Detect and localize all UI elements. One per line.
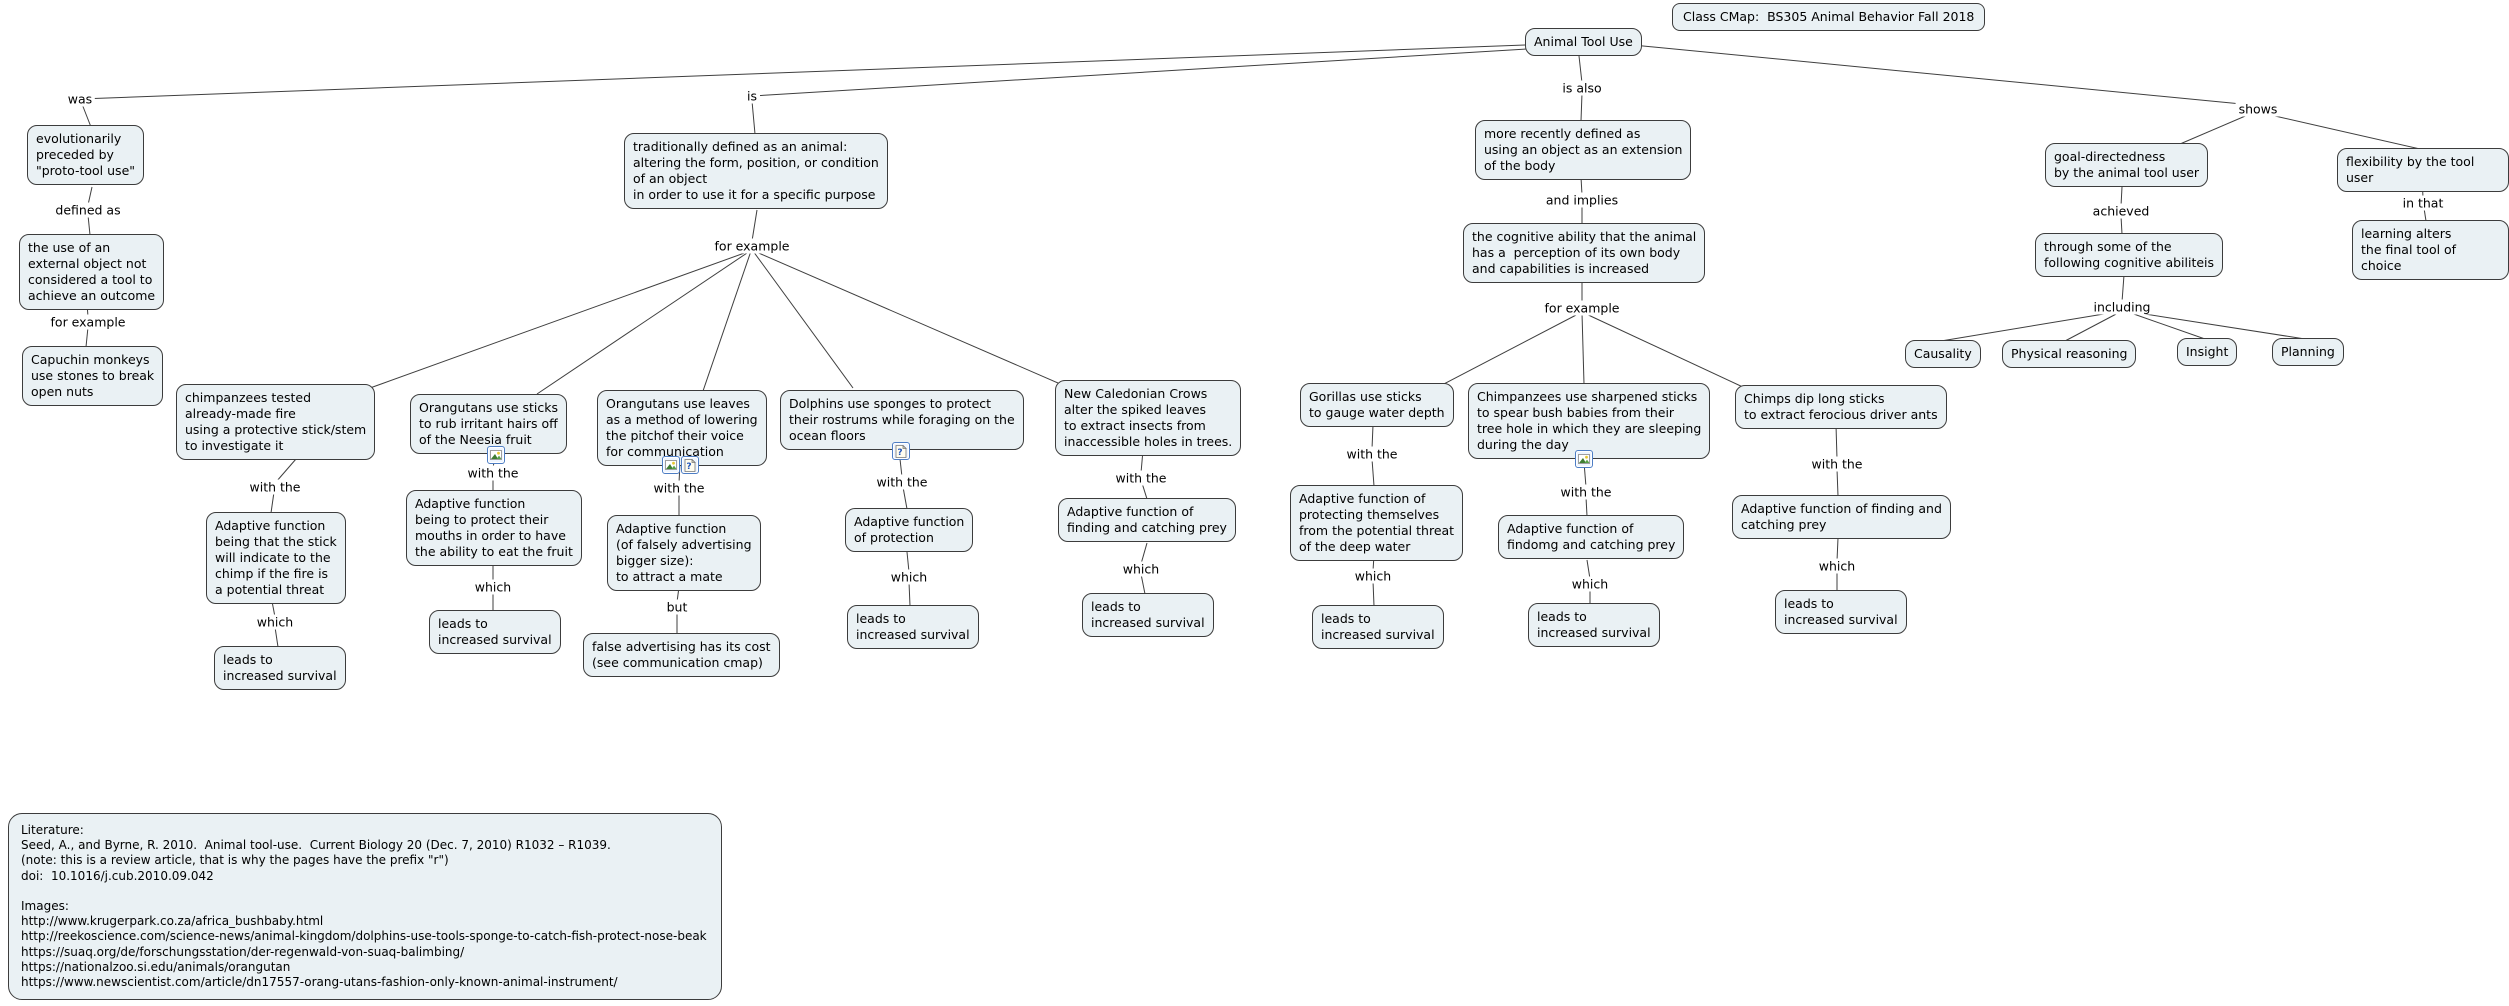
link-label-in-that[interactable]: in that [2399,195,2447,211]
image-resource-icon[interactable] [487,446,505,464]
node-recent-definition[interactable]: more recently defined as using an object… [1475,120,1692,180]
node-leads-to-increased-survival[interactable]: leads to increased survival [1312,605,1444,649]
link-label-but[interactable]: but [663,599,691,615]
link-label-which[interactable]: which [1815,558,1859,574]
link-label-with-the[interactable]: with the [650,480,708,496]
node-orangutans-leaves-adaptive-function[interactable]: Adaptive function (of falsely advertisin… [607,515,761,591]
link-label-for-example[interactable]: for example [1541,300,1623,316]
link-label-which[interactable]: which [471,579,515,595]
link-label-with-the[interactable]: with the [464,465,522,481]
link-label-which[interactable]: which [1568,576,1612,592]
image-resource-icon[interactable] [662,456,680,474]
link-label-defined-as[interactable]: defined as [52,202,124,218]
node-dolphins-sponges[interactable]: Dolphins use sponges to protect their ro… [780,390,1024,450]
node-crows-adaptive-function[interactable]: Adaptive function of finding and catchin… [1058,498,1236,542]
node-insight[interactable]: Insight [2177,338,2238,366]
node-animal-tool-use[interactable]: Animal Tool Use [1525,28,1642,56]
link-label-is[interactable]: is [744,88,760,104]
node-leads-to-increased-survival[interactable]: leads to increased survival [1775,590,1907,634]
link-label-for-example[interactable]: for example [711,238,793,254]
node-proto-tool-use[interactable]: evolutionarily preceded by "proto-tool u… [27,125,145,185]
link-label-shows[interactable]: shows [2235,101,2281,117]
node-leads-to-increased-survival[interactable]: leads to increased survival [429,610,561,654]
node-chimps-ants-adaptive-function[interactable]: Adaptive function of finding and catchin… [1732,495,1951,539]
link-label-achieved[interactable]: achieved [2089,203,2153,219]
node-orangutans-sticks-adaptive-function[interactable]: Adaptive function being to protect their… [406,490,582,566]
node-flexibility[interactable]: flexibility by the tool user [2337,148,2509,192]
node-chimps-driver-ants[interactable]: Chimps dip long sticks to extract feroci… [1735,385,1947,429]
node-capuchin-monkeys[interactable]: Capuchin monkeys use stones to break ope… [22,346,164,406]
node-planning[interactable]: Planning [2272,338,2344,366]
node-goal-directedness[interactable]: goal-directedness by the animal tool use… [2045,143,2209,187]
svg-text:?: ? [897,448,902,458]
node-gorillas-adaptive-function[interactable]: Adaptive function of protecting themselv… [1290,485,1464,561]
node-causality[interactable]: Causality [1905,340,1981,368]
image-icon [490,450,502,460]
node-leads-to-increased-survival[interactable]: leads to increased survival [1528,603,1660,647]
link-label-for-example[interactable]: for example [47,314,129,330]
node-chimpanzees-fire-adaptive-function[interactable]: Adaptive function being that the stick w… [206,512,346,604]
class-title-box: Class CMap: BS305 Animal Behavior Fall 2… [1672,3,1986,31]
link-label-with-the[interactable]: with the [1343,446,1401,462]
question-document-icon: ? [895,444,907,458]
link-label-with-the[interactable]: with the [1808,456,1866,472]
node-chimpanzees-spear[interactable]: Chimpanzees use sharpened sticks to spea… [1468,383,1711,459]
link-label-which[interactable]: which [253,614,297,630]
node-cognitive-ability[interactable]: the cognitive ability that the animal ha… [1463,223,1706,283]
node-learning-alters[interactable]: learning alters the final tool of choice [2352,220,2509,280]
node-leads-to-increased-survival[interactable]: leads to increased survival [1082,593,1214,637]
link-label-including[interactable]: including [2090,299,2154,315]
node-gorillas-sticks[interactable]: Gorillas use sticks to gauge water depth [1300,383,1454,427]
node-cognitive-abilities[interactable]: through some of the following cognitive … [2035,233,2224,277]
link-label-which[interactable]: which [887,569,931,585]
node-orangutans-leaves[interactable]: Orangutans use leaves as a method of low… [597,390,767,466]
node-external-object-definition[interactable]: the use of an external object not consid… [19,234,165,310]
image-resource-icon[interactable] [1575,450,1593,468]
literature-references-box: Literature: Seed, A., and Byrne, R. 2010… [8,813,722,1001]
node-orangutans-sticks[interactable]: Orangutans use sticks to rub irritant ha… [410,394,567,454]
node-false-advertising-cost[interactable]: false advertising has its cost (see comm… [583,633,780,677]
image-icon [665,460,677,470]
svg-text:?: ? [686,462,691,472]
link-label-with-the[interactable]: with the [873,474,931,490]
question-document-icon: ? [684,458,696,472]
node-leads-to-increased-survival[interactable]: leads to increased survival [214,646,346,690]
link-label-is-also[interactable]: is also [1559,80,1605,96]
question-resource-icon[interactable]: ? [681,456,699,474]
link-label-which[interactable]: which [1351,568,1395,584]
question-resource-icon[interactable]: ? [892,442,910,460]
link-label-which[interactable]: which [1119,561,1163,577]
link-label-with-the[interactable]: with the [246,479,304,495]
link-label-with-the[interactable]: with the [1112,470,1170,486]
link-label-and-implies[interactable]: and implies [1542,192,1622,208]
node-traditional-definition[interactable]: traditionally defined as an animal: alte… [624,133,888,209]
link-label-with-the[interactable]: with the [1557,484,1615,500]
image-icon [1578,454,1590,464]
node-new-caledonian-crows[interactable]: New Caledonian Crows alter the spiked le… [1055,380,1242,456]
link-label-was[interactable]: was [64,91,96,107]
node-physical-reasoning[interactable]: Physical reasoning [2002,340,2137,368]
node-leads-to-increased-survival[interactable]: leads to increased survival [847,605,979,649]
node-dolphins-adaptive-function[interactable]: Adaptive function of protection [845,508,974,552]
node-chimpanzees-fire[interactable]: chimpanzees tested already-made fire usi… [176,384,376,460]
node-chimpanzees-spear-adaptive-function[interactable]: Adaptive function of findomg and catchin… [1498,515,1685,559]
